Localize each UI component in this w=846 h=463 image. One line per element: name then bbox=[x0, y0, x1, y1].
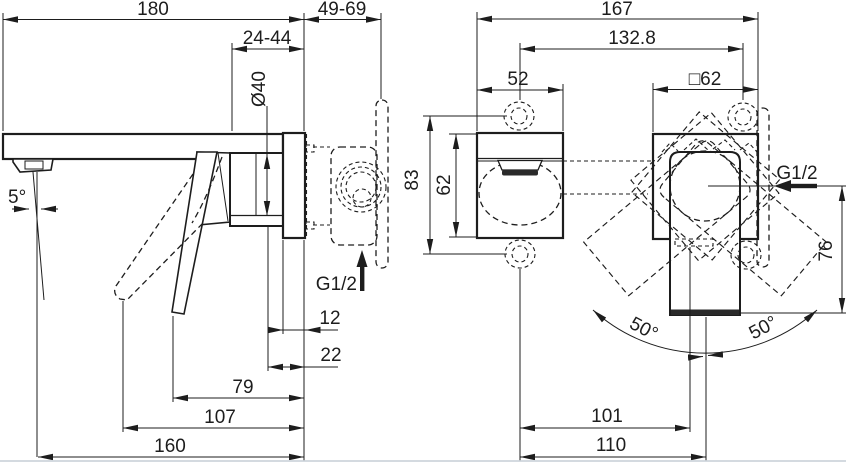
front-view-dimensions: 167 132.8 52 □62 83 62 G1/2 76 bbox=[402, 0, 846, 461]
dim-spout-height: 62 bbox=[434, 174, 455, 195]
front-view-spout-element bbox=[475, 101, 658, 269]
dim-spout-to-wall: 180 bbox=[137, 0, 169, 20]
side-escutcheon bbox=[281, 131, 307, 240]
dim-plate-square: □62 bbox=[689, 69, 722, 90]
front-view: 167 132.8 52 □62 83 62 G1/2 76 bbox=[402, 0, 846, 461]
front-aerator bbox=[497, 159, 543, 171]
side-spout bbox=[1, 132, 285, 161]
side-valve-circle-3 bbox=[345, 171, 377, 203]
screw-top-right bbox=[727, 102, 759, 132]
label-thread-front: G1/2 bbox=[776, 163, 817, 184]
dim-overall-width: 167 bbox=[601, 0, 633, 20]
front-cartridge-detail bbox=[661, 138, 758, 153]
dim-install-depth: 24-44 bbox=[243, 28, 292, 49]
dim-in-wall-depth: 49-69 bbox=[318, 0, 367, 20]
dim-screw-span: 132.8 bbox=[608, 28, 656, 49]
side-mounting-plate bbox=[375, 99, 389, 269]
front-mounting-plate-edge bbox=[756, 107, 770, 268]
front-aerator-slot bbox=[502, 170, 538, 176]
inlet-arrow-up bbox=[356, 250, 368, 267]
screw-top-left bbox=[503, 101, 535, 131]
label-thread-side: G1/2 bbox=[316, 274, 357, 295]
inlet-arrow-left bbox=[774, 180, 791, 192]
front-spout-plate bbox=[475, 131, 565, 240]
dim-lever-open: 107 bbox=[204, 407, 236, 428]
front-lever bbox=[669, 151, 741, 316]
dim-protrusion: 22 bbox=[320, 345, 341, 366]
side-fixing-clip-bottom bbox=[305, 221, 315, 230]
side-valve-circle-2 bbox=[340, 166, 382, 208]
side-aerator-detail bbox=[24, 160, 44, 170]
front-rough-in-step bbox=[674, 238, 714, 247]
side-hub-edge bbox=[217, 152, 229, 222]
side-stream-angled bbox=[32, 171, 45, 301]
side-lever-open-position bbox=[114, 173, 205, 301]
dim-lever-closed: 79 bbox=[232, 377, 253, 398]
side-valve-circle-1 bbox=[335, 161, 387, 213]
side-fixing-clip-top bbox=[305, 144, 315, 153]
dim-spray-angle: 5° bbox=[8, 187, 26, 208]
dim-spout-to-lever: 110 bbox=[596, 435, 626, 456]
page-bottom-edge bbox=[0, 460, 846, 462]
front-lever-end-cap bbox=[671, 309, 739, 315]
dim-outlet-to-wall: 160 bbox=[154, 436, 186, 457]
side-view-faucet-body bbox=[1, 99, 389, 457]
screw-bottom-left bbox=[504, 239, 536, 269]
dim-lever-drop: 76 bbox=[816, 240, 837, 261]
dim-cartridge-diameter: Ø40 bbox=[249, 71, 270, 107]
side-valve-circle-4 bbox=[352, 188, 372, 208]
side-view-dimensions: 180 49-69 24-44 Ø40 5° G1/2 12 bbox=[2, 0, 382, 461]
front-view-handle-element bbox=[582, 102, 828, 316]
dim-spout-width: 52 bbox=[507, 69, 528, 90]
dim-spout-to-valve: 101 bbox=[591, 406, 623, 427]
side-rough-in-body bbox=[330, 146, 378, 246]
side-lever bbox=[171, 151, 218, 315]
dim-swing-right: 50° bbox=[746, 312, 781, 344]
dim-plate-thickness: 12 bbox=[319, 308, 340, 329]
side-joint-hidden-line bbox=[191, 156, 223, 224]
lever-swing-right-ghost bbox=[630, 111, 828, 297]
screw-bottom-right bbox=[730, 240, 762, 270]
dim-swing-left: 50° bbox=[626, 313, 661, 345]
dim-screw-span-vertical: 83 bbox=[402, 169, 423, 190]
lever-swing-left-ghost bbox=[582, 111, 780, 297]
swing-arc bbox=[592, 309, 818, 354]
side-view: 180 49-69 24-44 Ø40 5° G1/2 12 bbox=[1, 0, 389, 461]
